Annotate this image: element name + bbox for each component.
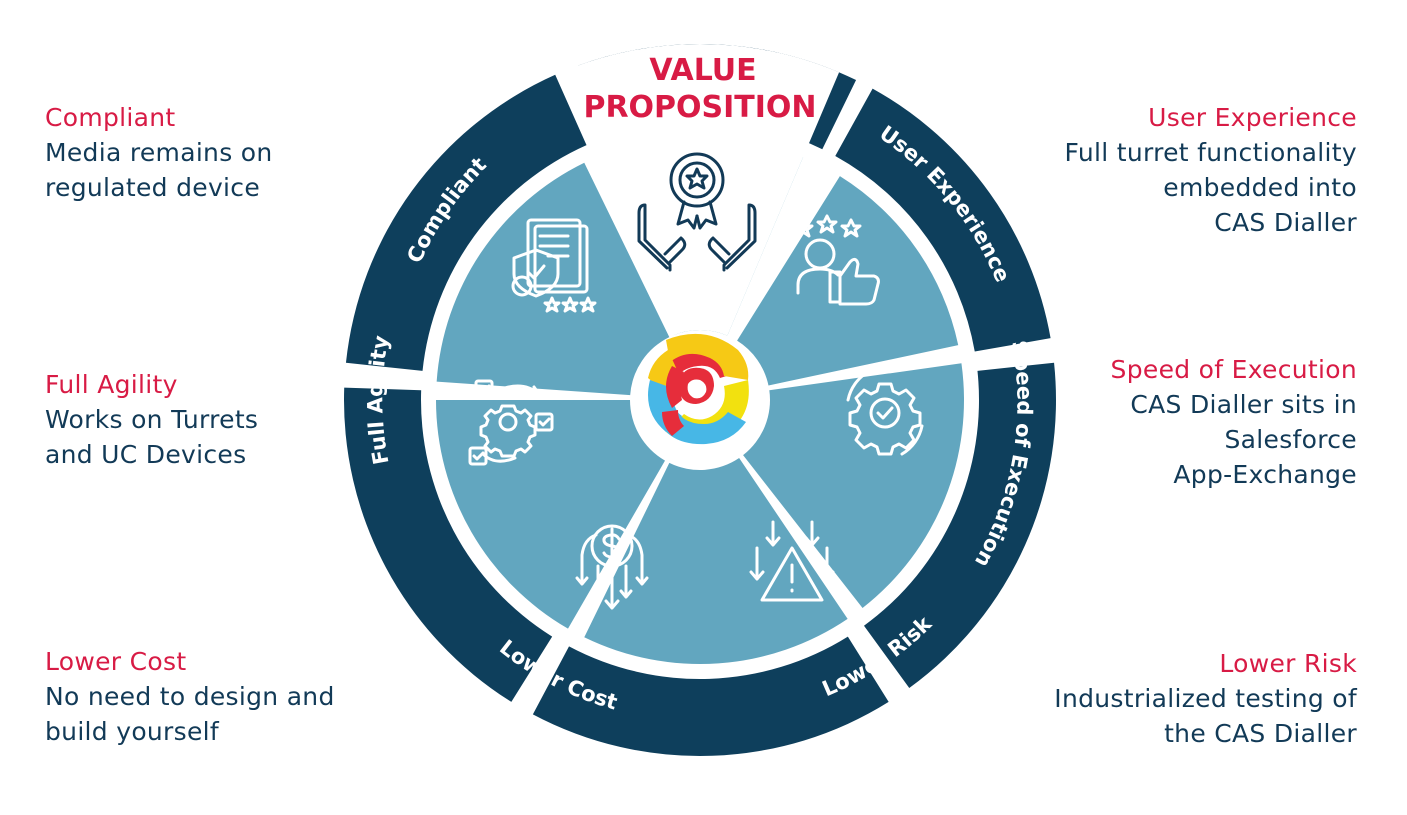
gear-check-icon: [846, 370, 924, 456]
dollar-down-icon: [575, 524, 649, 610]
inner-segment-speed-of-execution: [743, 363, 965, 609]
inner-segment-user-experience: [737, 176, 959, 386]
ring-segment-lower-cost: [344, 387, 553, 702]
user-experience-line-2: embedded into: [1163, 173, 1357, 202]
compliant-description: Compliant Media remains on regulated dev…: [45, 100, 273, 205]
title-line-2: PROPOSITION: [583, 90, 816, 125]
gear-process-icon: [468, 379, 554, 466]
compliant-title: Compliant: [45, 103, 176, 132]
title-line-1: VALUE: [649, 53, 756, 88]
speed-of-execution-line-3: App-Exchange: [1173, 460, 1357, 489]
full-agility-description: Full Agility Works on Turrets and UC Dev…: [45, 367, 258, 472]
compliant-line-2: regulated device: [45, 173, 261, 202]
user-experience-title: User Experience: [1148, 103, 1357, 132]
lower-risk-title: Lower Risk: [1219, 649, 1357, 678]
speed-of-execution-line-2: Salesforce: [1224, 425, 1357, 454]
lower-cost-title: Lower Cost: [45, 647, 187, 676]
thumbs-up-rating-icon: [792, 214, 880, 306]
lower-cost-description: Lower Cost No need to design and build y…: [45, 644, 335, 749]
ring-segment-user-experience: [835, 88, 1051, 352]
title-wedge: [560, 44, 840, 336]
ring-segment-lower-risk: [532, 636, 889, 756]
brand-logo-icon: [648, 333, 749, 445]
compliant-line-1: Media remains on: [45, 138, 273, 167]
inner-segment-lower-cost: [436, 400, 665, 629]
user-experience-line-1: Full turret functionality: [1064, 138, 1357, 167]
speed-of-execution-title: Speed of Execution: [1110, 355, 1357, 384]
user-experience-line-3: CAS Dialler: [1214, 208, 1357, 237]
inner-segment-full-agility: [436, 162, 670, 396]
full-agility-title: Full Agility: [45, 370, 178, 399]
speed-of-execution-description: Speed of Execution CAS Dialler sits in S…: [1111, 352, 1357, 492]
full-agility-line-2: and UC Devices: [45, 440, 247, 469]
award-hands-icon: [637, 152, 757, 272]
lower-cost-line-2: build yourself: [45, 717, 219, 746]
risk-warning-icon: [749, 520, 835, 602]
lower-risk-line-2: the CAS Dialler: [1164, 719, 1357, 748]
speed-of-execution-line-1: CAS Dialler sits in: [1130, 390, 1357, 419]
compliance-document-icon: [511, 218, 597, 313]
full-agility-line-1: Works on Turrets: [45, 405, 259, 434]
user-experience-description: User Experience Full turret functionalit…: [1065, 100, 1357, 240]
ring-segment-speed-of-execution: [863, 362, 1056, 689]
ring-segment-full-agility: [345, 74, 587, 371]
lower-cost-line-1: No need to design and: [45, 682, 335, 711]
inner-segment-lower-risk: [584, 458, 848, 664]
lower-risk-line-1: Industrialized testing of: [1054, 684, 1357, 713]
lower-risk-description: Lower Risk Industrialized testing of the…: [1054, 646, 1357, 751]
